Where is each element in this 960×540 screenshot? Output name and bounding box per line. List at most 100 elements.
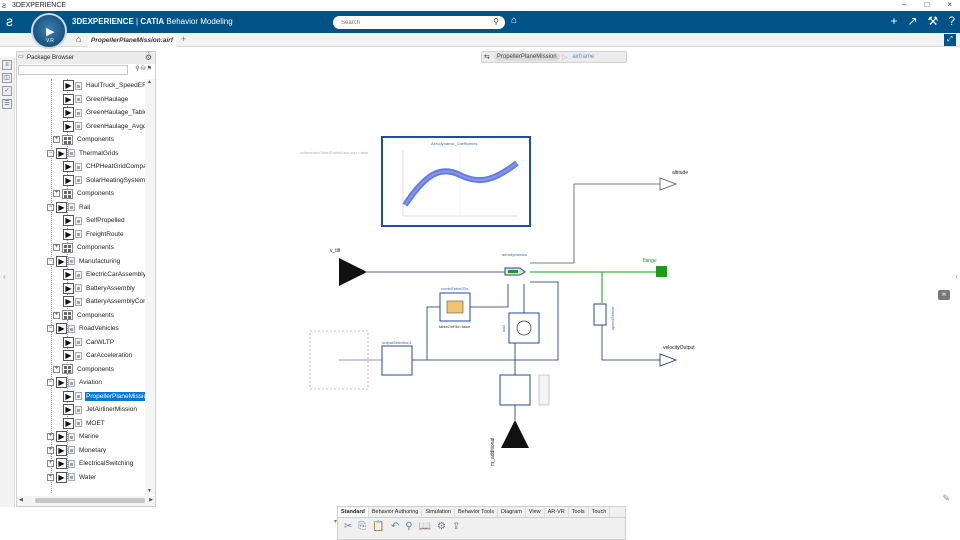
tree-item[interactable]: ▶HaulTruck_SpeedERS: [63, 79, 145, 92]
tree-item[interactable]: +Components: [53, 363, 115, 376]
expand-toggle-icon[interactable]: +: [47, 433, 54, 440]
tree-item[interactable]: −▶Manufacturing: [47, 255, 121, 268]
v-tilt-input-icon[interactable]: [339, 258, 367, 286]
action-tab-tools[interactable]: Tools: [569, 507, 589, 517]
book-icon[interactable]: 📖: [418, 521, 432, 532]
tree-item[interactable]: ▶SelfPropelled: [63, 214, 126, 227]
action-bar-menu-icon[interactable]: ▾: [334, 519, 338, 525]
tree-item[interactable]: ▶GreenHaulage: [63, 93, 129, 106]
zoom-icon[interactable]: ⚲: [405, 521, 413, 532]
nav-arrows-icon[interactable]: ⇆: [484, 54, 490, 61]
expand-toggle-icon[interactable]: −: [47, 257, 54, 265]
tree-item[interactable]: ▶GreenHaulage_AvgdLo: [63, 120, 145, 133]
horizontal-scroll-thumb[interactable]: [35, 498, 145, 503]
breadcrumb-item-propeller-plane-mission[interactable]: PropellerPlaneMission: [493, 53, 560, 61]
flange-port[interactable]: [656, 266, 667, 277]
tree-item[interactable]: −▶Aviation: [47, 376, 103, 389]
undo-icon[interactable]: ↶: [390, 521, 400, 532]
tree-item[interactable]: ▶CarAcceleration: [63, 349, 133, 362]
pen-icon[interactable]: ✎: [942, 493, 950, 503]
parts-icon[interactable]: ◫: [2, 73, 12, 83]
tree-item[interactable]: +▶Water: [47, 471, 97, 484]
close-window-button[interactable]: ×: [947, 0, 952, 9]
paste-icon[interactable]: 📋: [372, 521, 385, 532]
tree-item[interactable]: ▶CHPHeatGridCompari: [63, 160, 145, 173]
action-tab-behavior-authoring[interactable]: Behavior Authoring: [369, 507, 423, 517]
tree-item[interactable]: −▶Rail: [47, 201, 91, 214]
action-tab-standard[interactable]: Standard: [338, 507, 369, 517]
left-panel-arrow-icon[interactable]: ‹: [3, 272, 6, 281]
output-selection-block[interactable]: [381, 345, 413, 376]
pin-icon[interactable]: ▭: [18, 54, 24, 60]
action-tab-view[interactable]: View: [526, 507, 545, 517]
cut-icon[interactable]: ✂: [344, 521, 353, 532]
help-icon[interactable]: ?: [948, 14, 955, 28]
tree-item[interactable]: +▶Marine: [47, 430, 100, 443]
tree-vertical-scrollbar[interactable]: ▲ ▼: [145, 79, 155, 494]
expand-toggle-icon[interactable]: +: [47, 446, 54, 454]
compass-button[interactable]: ▶ V.R: [31, 13, 67, 49]
expand-toggle-icon[interactable]: +: [53, 136, 60, 143]
tag-icon[interactable]: ⌂: [511, 15, 518, 26]
new-tab-button[interactable]: +: [181, 34, 187, 44]
tree-item[interactable]: ▶MOET: [63, 417, 106, 430]
fullscreen-icon[interactable]: ⤢: [944, 34, 956, 46]
tree-item[interactable]: +Components: [53, 187, 115, 200]
expand-toggle-icon[interactable]: +: [53, 311, 60, 319]
breadcrumb-item-airframe[interactable]: airframe: [572, 54, 595, 60]
expand-toggle-icon[interactable]: +: [53, 190, 60, 197]
search-box[interactable]: ⚲: [333, 16, 505, 29]
tree-item[interactable]: +Components: [53, 309, 115, 322]
copy-icon[interactable]: ⎘: [358, 521, 367, 532]
m-additional-block[interactable]: [499, 374, 531, 406]
tools-icon[interactable]: ⚒: [927, 14, 939, 28]
chat-icon[interactable]: ✉: [938, 290, 950, 300]
expand-toggle-icon[interactable]: −: [47, 203, 54, 211]
scroll-left-icon[interactable]: ◀: [19, 497, 23, 503]
velocity-output-icon[interactable]: [659, 353, 678, 367]
tree-item[interactable]: +▶Monetary: [47, 444, 107, 457]
share-icon[interactable]: ↗: [907, 14, 918, 28]
right-panel-arrow-icon[interactable]: ‹: [955, 272, 958, 281]
m-additional-input-icon[interactable]: [501, 420, 529, 448]
input-selection-frame[interactable]: [309, 330, 369, 390]
home-icon[interactable]: ⌂: [76, 34, 82, 44]
action-tab-diagram[interactable]: Diagram: [498, 507, 526, 517]
tree-item[interactable]: ▶FreightRoute: [63, 228, 125, 241]
tree-item[interactable]: +Components: [53, 133, 115, 146]
tree-item[interactable]: −▶ThermalGrids: [47, 147, 119, 160]
tree-item[interactable]: +Components: [53, 241, 115, 254]
tree-item[interactable]: ▶BatteryAssembly: [63, 282, 136, 295]
action-tab-simulation[interactable]: Simulation: [422, 507, 456, 517]
expand-toggle-icon[interactable]: +: [53, 365, 60, 373]
expand-toggle-icon[interactable]: −: [47, 325, 54, 332]
altitude-output-icon[interactable]: [659, 177, 678, 191]
maximize-button[interactable]: □: [924, 0, 930, 9]
tree-item[interactable]: ▶PropellerPlaneMission: [63, 390, 145, 403]
browser-search-tools-icon[interactable]: ⚲⛁⚑: [135, 66, 153, 72]
browser-search-input[interactable]: [18, 65, 128, 75]
tree-item[interactable]: ▶SolarHeatingSystem: [63, 174, 145, 187]
list-icon[interactable]: ☰: [2, 99, 12, 109]
speed-sensor-block[interactable]: [593, 303, 607, 326]
tree-item[interactable]: −▶RoadVehicles: [47, 322, 120, 335]
scroll-up-icon[interactable]: ▲: [147, 79, 152, 85]
settings-icon[interactable]: ⚙: [437, 521, 446, 532]
add-icon[interactable]: +: [890, 14, 898, 28]
scroll-down-icon[interactable]: ▼: [147, 488, 152, 494]
search-input[interactable]: [341, 19, 481, 26]
tree-item[interactable]: ▶JetAirlinerMission: [63, 403, 138, 416]
gear-icon[interactable]: ⚙: [144, 53, 152, 62]
action-tab-behavior-tools[interactable]: Behavior Tools: [455, 507, 498, 517]
tree-item[interactable]: ▶ElectricCarAssembly: [63, 268, 145, 281]
aero-coefficients-block[interactable]: [381, 136, 531, 227]
tab-propeller-plane-mission[interactable]: PropellerPlaneMission:airf: [88, 33, 176, 47]
tree-item[interactable]: ▶BatteryAssemblyContr: [63, 295, 145, 308]
collapse-browser-icon[interactable]: ‹: [148, 50, 150, 56]
tree-horizontal-scrollbar[interactable]: ◀ ▶: [17, 496, 155, 506]
check-icon[interactable]: ✓: [2, 86, 12, 96]
action-tab-touch[interactable]: Touch: [589, 507, 611, 517]
tree-item[interactable]: +▶ElectricalSwitching: [47, 457, 134, 470]
expand-toggle-icon[interactable]: +: [47, 473, 54, 481]
